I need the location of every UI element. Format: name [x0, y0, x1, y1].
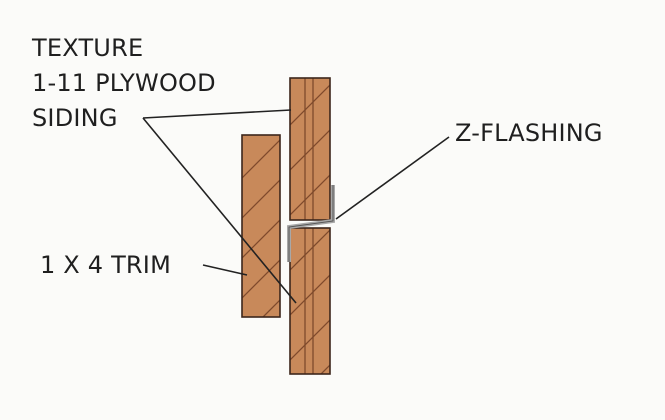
leader-lines [142, 109, 450, 304]
flashing-leader [335, 136, 450, 220]
trim-board [241, 134, 281, 318]
lower-siding-body [290, 228, 330, 374]
z-flashing [287, 185, 335, 262]
upper-siding-panel [289, 77, 331, 221]
siding-label-line3: SIDING [32, 104, 118, 132]
upper-siding-body [290, 78, 330, 220]
flashing-label: Z-FLASHING [455, 119, 603, 147]
upper-siding-grain [290, 78, 330, 220]
trim-label: 1 X 4 TRIM [40, 251, 171, 279]
lower-siding-panel [289, 227, 331, 375]
siding-leader-upper [142, 109, 292, 119]
trim-leader [202, 264, 248, 276]
lower-siding-grain [290, 228, 330, 374]
trim-board-grain [242, 139, 280, 317]
siding-label-line1: TEXTURE [32, 34, 144, 62]
siding-label-line2: 1-11 PLYWOOD [32, 69, 216, 97]
siding-leader-lower [142, 117, 297, 304]
